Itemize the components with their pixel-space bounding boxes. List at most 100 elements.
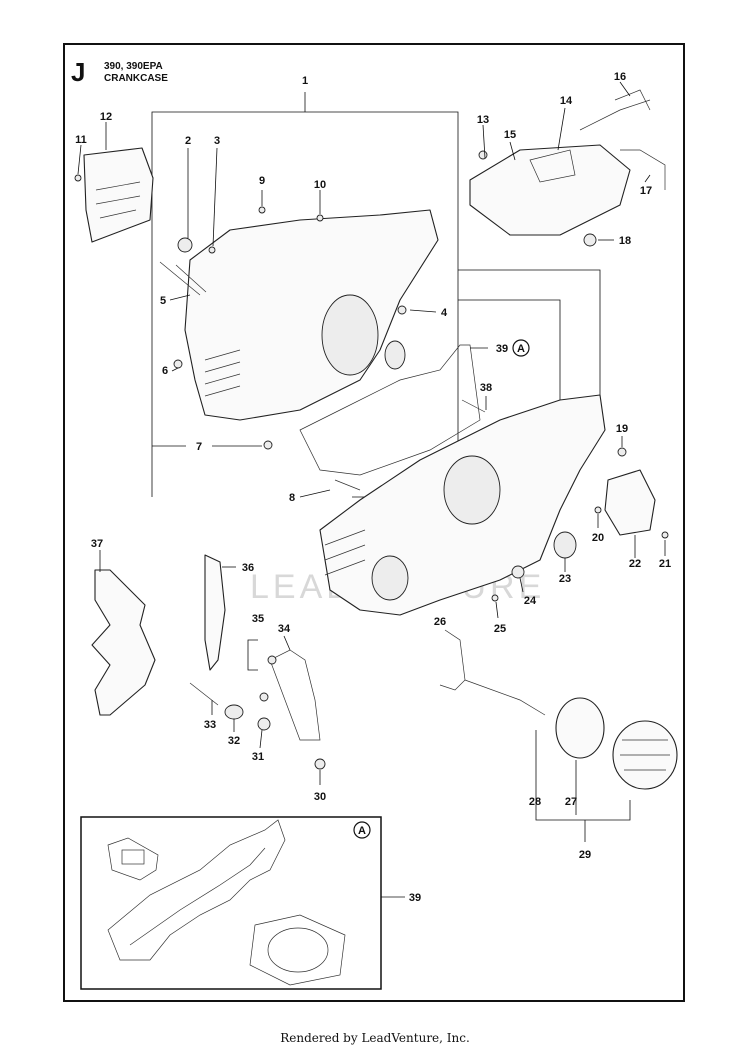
inset-marker-circle [353,821,371,839]
leader-14 [557,107,566,151]
part-27-gasket [555,697,605,759]
callout-11: 11 [75,134,87,146]
part-12-slots [95,181,141,219]
callout-2: 2 [185,135,191,147]
callout-18: 18 [619,235,631,247]
part-24-nut [511,565,525,579]
callout-10: 10 [314,179,326,191]
part-22-cover [604,469,656,536]
crankcase-bearing-bore [443,455,501,525]
callout-6: 6 [162,365,168,377]
leader-5 [169,294,191,301]
ref-marker: A [517,343,525,355]
inset-gasket-small [107,837,159,881]
diagram-frame [63,43,685,1002]
part-11-screw [74,174,82,182]
leader-4 [409,309,437,313]
callout-33: 33 [204,719,216,731]
callout-7: 7 [196,441,202,453]
callout-12: 12 [100,111,112,123]
callout-28: 28 [529,796,541,808]
leader-11 [77,144,82,175]
part-9-screw [258,206,266,214]
bracket-crankcase [458,269,601,400]
inset-gasket-large-inner [129,847,266,946]
callout-32: 32 [228,735,240,747]
callout-27: 27 [565,796,577,808]
part-12-plate [83,147,154,243]
callout-35: 35 [252,613,264,625]
bearing [384,340,406,370]
ref-marker-circle [512,339,530,357]
part-38-screw [461,399,486,413]
part-2-bushing [177,237,193,253]
callout-24: 24 [524,595,537,607]
part-35-screw [267,655,277,665]
part-19-screw [617,447,627,457]
inset-gasket-cylinder-bore [267,927,329,973]
callout-1: 1 [302,75,308,87]
inset-marker: A [358,825,366,837]
part-16-cable [579,89,651,131]
leader-24 [519,577,524,593]
leader-34 [283,635,291,651]
part-1-crankcase-left [184,209,439,421]
leader-15 [509,141,516,161]
part-28-strap [464,679,546,716]
part-31-screw [257,717,271,731]
leader-6 [171,367,179,372]
leader-8 [299,489,331,498]
part-15-cover [469,144,631,236]
part-23-seal [553,531,577,559]
crankcase-intake [371,555,409,601]
part-6-screw [173,359,183,369]
leader-13 [482,124,486,159]
part-37-guard [91,569,156,716]
section-letter: J [71,57,86,87]
leader-25 [495,601,499,619]
callout-17: 17 [640,185,652,197]
bracket-29 [535,730,631,821]
callout-31: 31 [252,751,264,763]
inset-gasket-small-hole [121,849,145,865]
callout-37: 37 [91,538,103,550]
part-36-plate [204,554,226,671]
part-32-spacer [224,704,244,720]
part-29-cap-grip [620,739,670,771]
callout-23: 23 [559,573,571,585]
part-8-pin [334,479,361,491]
part-17-rod [620,149,666,190]
callout-16: 16 [614,71,626,83]
model-numbers: 390, 390EPA [104,61,163,72]
part-18-plug [583,233,597,247]
part-33-screw [189,682,219,706]
callout-9: 9 [259,175,265,187]
leader-3 [212,147,218,247]
part-35-screw-2 [259,692,269,702]
part-20-screw [594,506,602,514]
crankcase-fins [324,529,366,576]
callout-30: 30 [314,791,326,803]
part-7-nut [263,440,273,450]
part-13-screw [478,150,488,160]
callout-25: 25 [494,623,506,635]
callout-39-inset: 39 [409,892,421,904]
callout-3: 3 [214,135,220,147]
leader-16 [619,81,631,97]
part-5-springs [159,261,207,296]
callout-34: 34 [278,623,291,635]
page-title: CRANKCASE [104,73,168,84]
callout-20: 20 [592,532,604,544]
part-1-fins [204,349,241,397]
callout-4: 4 [441,307,448,319]
callout-19: 19 [616,423,628,435]
part-30-nut [314,758,326,770]
callout-39: 39 [496,343,508,355]
callout-labels: 1 2 3 4 5 6 7 8 9 10 11 12 13 14 15 16 1… [75,71,671,904]
part-4-nut [397,305,407,315]
callout-38: 38 [480,382,492,394]
part-34-bracket [269,649,321,741]
callout-29: 29 [579,849,591,861]
bracket-35 [247,639,258,671]
callout-14: 14 [560,95,573,107]
